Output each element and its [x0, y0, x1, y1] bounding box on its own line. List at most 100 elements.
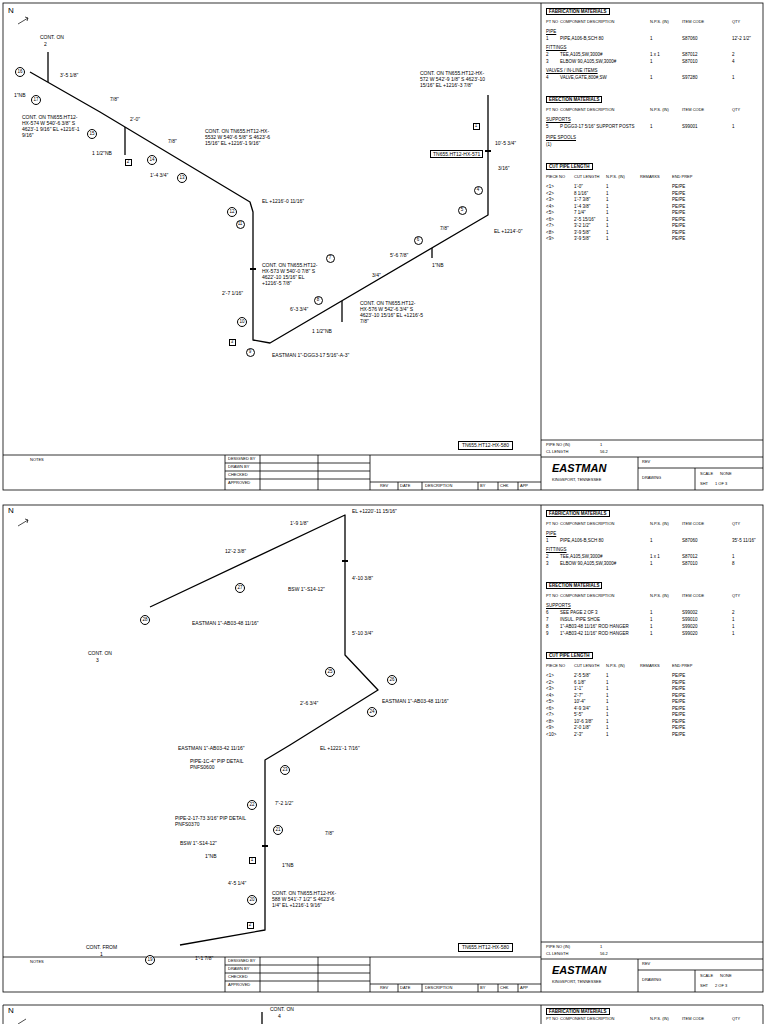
table-cell: 7 — [546, 617, 549, 622]
callout-number: 2 — [249, 923, 252, 928]
title-line — [398, 482, 399, 490]
table-cell: <1> — [546, 673, 554, 678]
table-cell: <8> — [546, 230, 554, 235]
table-cell: S87012 — [682, 554, 698, 559]
annotation-text: 3/16" — [498, 165, 510, 171]
weld-number-circle: 5 — [458, 206, 467, 215]
company-logo: EASTMAN — [552, 964, 606, 977]
annotation-text: BSW 1"-S14-12" — [180, 840, 217, 846]
table-cell: 1 — [650, 561, 653, 566]
pipe-branch — [47, 52, 48, 82]
table-cell: <3> — [546, 197, 554, 202]
annotation-text: 1 1/2"NB — [312, 328, 332, 334]
detail-note: PIPE-2-17-73 3/16" PIP DETAIL PNFS0370 — [175, 815, 255, 827]
weld-number-circle: 13 — [177, 173, 187, 183]
callout-number: 14 — [149, 158, 154, 163]
table-cell: PE/PE — [672, 719, 685, 724]
callout-number: 16 — [17, 70, 22, 75]
callout-number: 28 — [142, 618, 147, 623]
annotation-text: 10'-5 3/4" — [495, 140, 516, 146]
callout-number: 10 — [239, 320, 244, 325]
pipe-line — [30, 72, 488, 343]
table-cell: 1 — [546, 36, 549, 41]
title-line — [498, 482, 499, 490]
annotation-text: 7/8" — [325, 830, 334, 836]
weld-number-circle: 17 — [31, 95, 41, 105]
table-cell: S87060 — [682, 36, 698, 41]
weld-number-circle: 21 — [273, 825, 283, 835]
table-cell: PE/PE — [672, 699, 685, 704]
title-block-text: APPROVED — [228, 983, 250, 988]
table-cell: 1 — [606, 184, 609, 189]
annotation-text: 1"NB — [282, 862, 294, 868]
column-header: REMARKS — [640, 664, 660, 669]
annotation-text: 3'-5 1/8" — [60, 72, 78, 78]
callout-number: 5 — [461, 208, 464, 213]
sheet-frame — [3, 3, 763, 490]
column-header: QTY — [732, 522, 740, 527]
column-header: N.P.S. (IN) — [606, 175, 625, 180]
table-cell: 5 — [546, 124, 549, 129]
weld-number-circle: 12 — [227, 207, 237, 217]
weld-number-circle: 22 — [247, 800, 257, 810]
title-line — [541, 440, 763, 441]
callout-number: 8 — [317, 298, 320, 303]
table-cell: PE/PE — [672, 712, 685, 717]
table-cell: 1 — [732, 624, 735, 629]
table-cell: 1 — [732, 554, 735, 559]
table-cell: PE/PE — [672, 230, 685, 235]
table-cell: 5'-5" — [574, 712, 583, 717]
title-block-text: NOTES — [30, 960, 44, 965]
table-cell: 1 — [650, 610, 653, 615]
table-cell: 2'-5 5/8" — [574, 673, 590, 678]
title-line — [695, 468, 696, 490]
table-cell: 1 — [650, 124, 653, 129]
title-block-text: REV — [642, 460, 650, 465]
table-cell: 1 — [732, 124, 735, 129]
section-heading: PIPE — [546, 531, 556, 536]
drawing-number-box: TN655.HT12-HX-580 — [458, 943, 513, 952]
north-label: N — [8, 506, 14, 516]
sheet-border — [763, 1005, 764, 1024]
table-cell: S99002 — [682, 610, 698, 615]
annotation-text: 7/8" — [110, 96, 119, 102]
weld-number-circle: 8 — [314, 296, 323, 305]
annotation-text: 2'-7 1/16" — [222, 290, 243, 296]
title-block-text: 56.2 — [600, 450, 608, 455]
table-cell: 3'-9 5/8" — [574, 230, 590, 235]
column-header: PIECE NO — [546, 175, 565, 180]
title-block-text: CHK — [500, 484, 508, 489]
title-line — [422, 482, 423, 490]
column-header: QTY — [732, 108, 740, 113]
table-cell: 1 — [606, 236, 609, 241]
table-cell: PE/PE — [672, 236, 685, 241]
table-cell: 1 — [546, 538, 549, 543]
column-header: COMPONENT DESCRIPTION — [560, 594, 614, 599]
table-cell: 1 — [606, 230, 609, 235]
annotation-text: 12'-2 3/8" — [225, 548, 246, 554]
column-header: ITEM CODE — [682, 108, 704, 113]
table-cell: 1 — [732, 631, 735, 636]
table-cell: PE/PE — [672, 191, 685, 196]
table-cell: 8 1/16" — [574, 191, 588, 196]
table-cell: PIPE,A106-B,SCH 80 — [560, 36, 604, 41]
table-cell: VALVE,GATE,800#,SW — [560, 75, 607, 80]
company-logo: EASTMAN — [552, 462, 606, 475]
annotation-text: EASTMAN 1"-AB03-48 11/16" — [192, 620, 259, 626]
table-cell: 2'-0 1/8" — [574, 725, 590, 730]
title-block-text: 1 — [600, 443, 602, 448]
annotation-text: 3 — [96, 657, 99, 663]
table-title: FABRICATION MATERIALS — [546, 1008, 610, 1015]
callout-number: 21 — [275, 828, 280, 833]
table-cell: 1'-7 3/8" — [574, 197, 590, 202]
annotation-text: 3/4" — [372, 272, 381, 278]
title-block-text: REV — [380, 986, 388, 991]
table-cell: <5> — [546, 210, 554, 215]
table-cell: <2> — [546, 680, 554, 685]
sheet-frame — [3, 505, 763, 992]
drawing-number: TN655.HT12-HX-580 — [462, 443, 509, 449]
table-cell: 1 — [650, 59, 653, 64]
annotation-text: 7'-2 1/2" — [275, 800, 293, 806]
